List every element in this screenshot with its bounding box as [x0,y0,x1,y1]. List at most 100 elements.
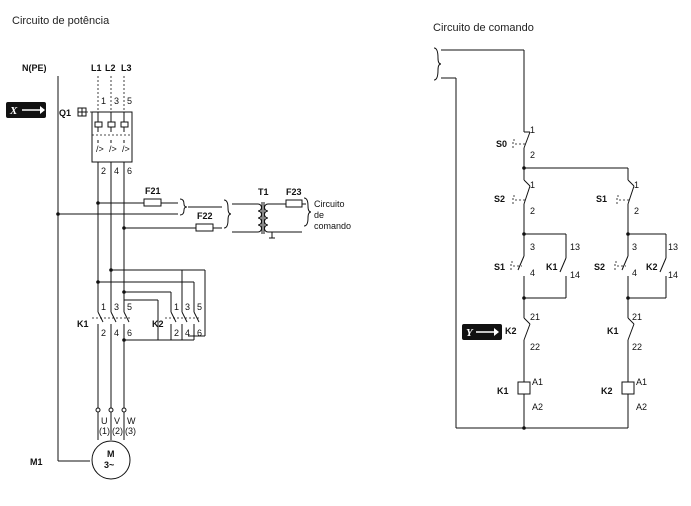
f21-brace [179,198,188,216]
s2-nc-num-1: 1 [530,180,535,190]
q1-num-4: 4 [114,166,119,176]
label-l3: L3 [121,63,132,73]
q1-mag-2 [107,121,116,128]
terminal-w-label: W [127,416,136,426]
label-s1-nc: S1 [596,194,607,204]
note-de: de [314,210,324,220]
t1-secondary-coil [264,203,269,233]
q1-thermal-3: /> [122,144,130,154]
badge-x-arrowhead [40,106,45,114]
k1-num-5: 5 [127,302,132,312]
label-s2-nc: S2 [494,194,505,204]
label-s2-no: S2 [594,262,605,272]
k1-num-3: 3 [114,302,119,312]
label-k2-aux: K2 [646,262,658,272]
label-l2: L2 [105,63,116,73]
badge-y-letter: Y [466,327,474,339]
s1-nc-num-1: 1 [634,180,639,190]
s0-num-1: 1 [530,125,535,135]
tap-k2-return [122,338,126,342]
s0-actuator [512,139,515,149]
k1-num-4: 4 [114,328,119,338]
terminal-u [95,407,101,413]
k1-contact-1 [97,311,104,323]
control-circuit-title: Circuito de comando [433,22,534,34]
motor-m-label: M [107,449,115,459]
label-l1: L1 [91,63,102,73]
k2-num-5: 5 [197,302,202,312]
right-seal-node-bottom [626,296,630,300]
label-k1-aux: K1 [546,262,558,272]
t1-primary-coil [257,203,262,233]
s1-no-blade [517,255,525,271]
k1-aux-num-13: 13 [570,242,580,252]
note-circuito: Circuito [314,199,345,209]
k2-num-6: 6 [197,328,202,338]
t1-input-brace [223,199,232,229]
terminal-v [108,407,114,413]
s1-no-num-4: 4 [530,268,535,278]
k2-num-1: 1 [174,302,179,312]
k2-aux-num-14: 14 [668,270,678,280]
q1-num-2: 2 [101,166,106,176]
label-s1-no: S1 [494,262,505,272]
k2-nc-blade [523,317,531,325]
left-seal-node-bottom [522,296,526,300]
label-k1-power: K1 [77,319,89,329]
k1-nc-num-22: 22 [632,342,642,352]
coil-k1-a2: A2 [532,402,543,412]
coil-k1 [517,381,531,395]
coil-k2-a2: A2 [636,402,647,412]
s1-no-num-3: 3 [530,242,535,252]
k2-contact-2 [181,311,188,323]
k1-nc-blade-2 [627,323,635,341]
q1-thermal-2: /> [109,144,117,154]
s2-nc-blade-2 [523,185,531,205]
k1-aux-num-14: 14 [570,270,580,280]
fuse-f22 [195,223,214,232]
s1-nc-num-2: 2 [634,206,639,216]
s2-no-num-4: 4 [632,268,637,278]
k1-contact-3 [123,311,130,323]
k1-nc-blade [627,317,635,325]
fuse-f23 [285,199,303,208]
s0-contact-blade [523,131,531,149]
terminal-u-label: U [101,416,108,426]
label-q1: Q1 [59,108,71,118]
label-npe: N(PE) [22,63,47,73]
label-f21: F21 [145,186,161,196]
s1-nc-blade [627,179,635,187]
k1-nc-num-21: 21 [632,312,642,322]
label-k2-interlock: K2 [505,326,517,336]
coil-k1-a1: A1 [532,377,543,387]
label-m1: M1 [30,457,43,467]
terminal-w [121,407,127,413]
k1-aux-blade [559,257,567,273]
q1-num-6: 6 [127,166,132,176]
s2-no-blade [621,255,629,271]
output-brace [303,197,312,227]
k2-num-2: 2 [174,328,179,338]
power-circuit-title: Circuito de potência [12,15,110,27]
s2-nc-num-2: 2 [530,206,535,216]
label-t1: T1 [258,187,269,197]
s2-no-num-3: 3 [632,242,637,252]
coil-k2-a1: A1 [636,377,647,387]
s1-no-actuator [510,261,513,271]
terminal-w-num: (3) [125,426,136,436]
k2-num-3: 3 [185,302,190,312]
fuse-f21 [143,198,162,207]
k2-num-4: 4 [185,328,190,338]
k2-aux-blade [659,257,667,273]
control-circuit: S0 1 2 S2 1 2 S1 1 2 3 13 [433,47,678,430]
k2-contact-1 [170,311,177,323]
k1-num-1: 1 [101,302,106,312]
q1-mag-3 [120,121,129,128]
s2-nc-actuator [512,195,515,205]
k1-contact-2 [110,311,117,323]
q1-num-3: 3 [114,96,119,106]
k2-nc-num-22: 22 [530,342,540,352]
label-f22: F22 [197,211,213,221]
coil-k2 [621,381,635,395]
